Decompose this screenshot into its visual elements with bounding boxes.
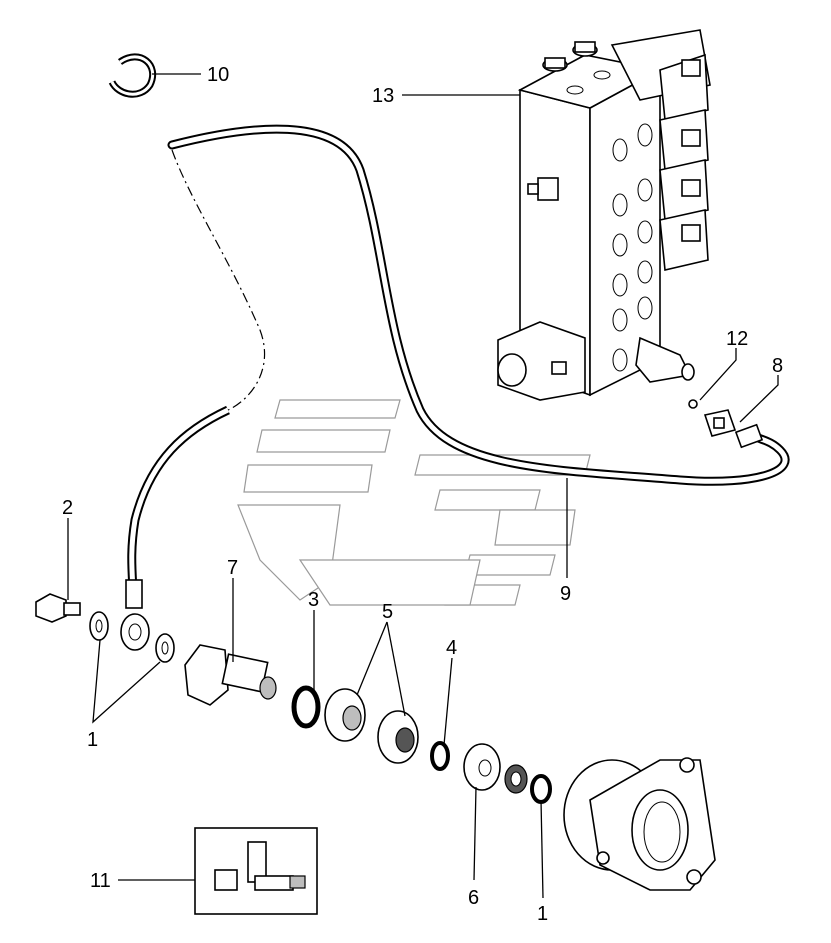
spring-clip-part-4 [430,741,450,771]
callout-6: 6 [468,887,479,909]
kit-box-part-11 [194,827,318,915]
callout-8: 8 [772,355,783,377]
watermark-logo [237,399,591,606]
hose-part-9 [125,124,790,609]
callout-3: 3 [308,589,319,611]
callout-labels: 10 13 12 8 9 2 7 3 5 4 1 6 1 11 [62,64,783,925]
callout-1-left: 1 [87,729,98,751]
banjo-fitting [120,613,150,651]
callout-9: 9 [560,583,571,605]
adapter-part-7 [184,644,277,706]
bearing-part-5-a [324,688,366,742]
washer-part-1-c [530,774,552,804]
callout-4: 4 [446,637,457,659]
leader-lines [67,73,779,899]
callout-10: 10 [207,64,229,86]
callout-1-right: 1 [537,903,548,925]
fitting-part-8 [703,409,737,437]
valve-block-part-13 [497,29,711,401]
bearing-part-5-b [377,710,419,764]
ring-near-spacer [504,764,528,794]
washer-part-1-a [89,611,109,641]
seal-part-12 [688,399,698,409]
snap-ring-part-3 [291,685,321,729]
callout-13: 13 [372,85,394,107]
callout-2: 2 [62,497,73,519]
callout-11: 11 [90,870,111,892]
washer-part-1-b [155,633,175,663]
bolt-part-2 [35,593,81,623]
spacer-part-6 [463,743,501,791]
flange-housing [563,757,716,891]
callout-12: 12 [726,328,748,350]
callout-5: 5 [382,601,393,623]
clip-part-10 [108,53,157,98]
callout-7: 7 [227,557,238,579]
